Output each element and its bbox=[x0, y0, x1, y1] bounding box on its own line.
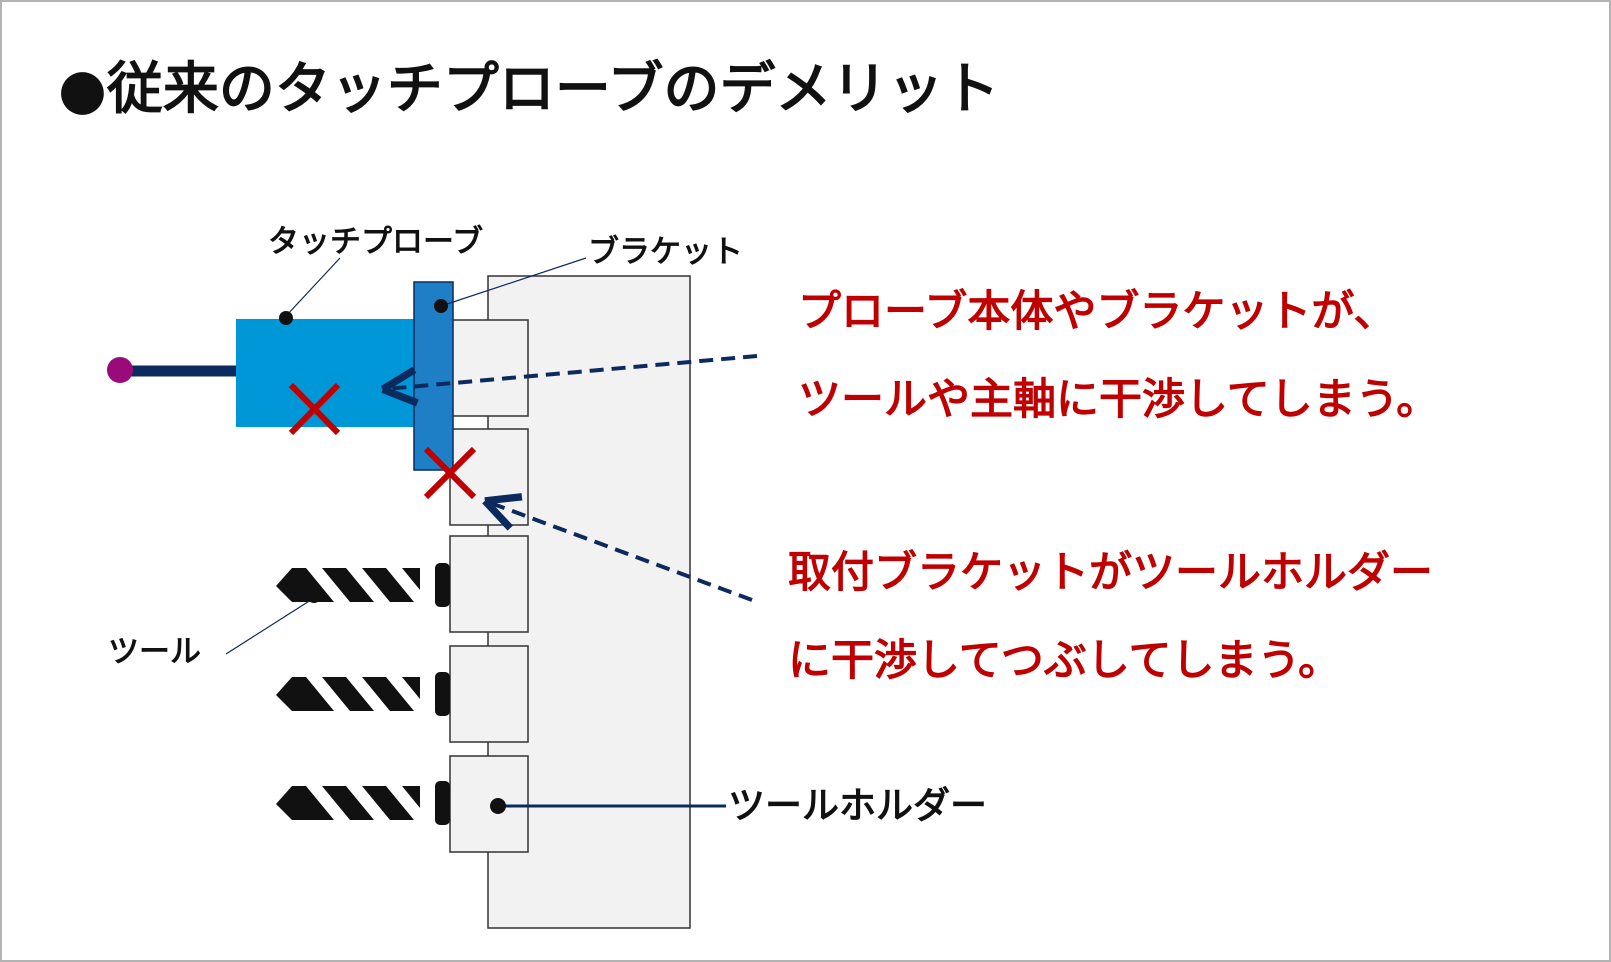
cross-mark-icon bbox=[423, 446, 477, 500]
warning-probe-interference: プローブ本体やブラケットが、 ツールや主軸に干渉してしまう。 bbox=[798, 287, 1439, 425]
leader-touch-probe bbox=[279, 257, 341, 325]
bracket bbox=[413, 281, 454, 471]
arrow-to-probe bbox=[380, 354, 758, 407]
stylus-tip bbox=[107, 357, 133, 383]
touch-probe bbox=[107, 319, 416, 427]
tool-holder bbox=[449, 645, 529, 743]
warning-line: 取付ブラケットがツールホルダー bbox=[788, 548, 1433, 598]
leader-tool bbox=[225, 589, 321, 655]
tool-holder bbox=[449, 535, 529, 633]
warning-line: プローブ本体やブラケットが、 bbox=[798, 287, 1397, 337]
leader-bracket bbox=[434, 257, 587, 313]
tool-holder bbox=[449, 755, 529, 853]
drill-bit-icon bbox=[276, 563, 450, 607]
page-title: ●従来のタッチプローブのデメリット bbox=[58, 57, 1000, 122]
label-tool: ツール bbox=[108, 634, 201, 670]
label-bracket: ブラケット bbox=[588, 234, 743, 270]
label-touch-probe: タッチプローブ bbox=[268, 224, 483, 260]
drill-bit-icon bbox=[276, 672, 450, 716]
arrow-to-bracket bbox=[482, 493, 753, 602]
warning-line: ツールや主軸に干渉してしまう。 bbox=[798, 375, 1439, 425]
cross-mark-icon bbox=[288, 382, 341, 436]
leader-tool-holder bbox=[490, 798, 726, 814]
drill-bit-icon bbox=[276, 781, 450, 825]
label-tool-holder: ツールホルダー bbox=[728, 784, 987, 827]
tool-holder bbox=[449, 319, 529, 417]
warning-line: に干渉してつぶしてしまう。 bbox=[788, 636, 1341, 686]
warning-bracket-interference: 取付ブラケットがツールホルダー に干渉してつぶしてしまう。 bbox=[788, 548, 1433, 686]
tool-set bbox=[276, 563, 450, 825]
tool-holder-stack bbox=[449, 319, 529, 853]
probe-body bbox=[236, 319, 416, 427]
